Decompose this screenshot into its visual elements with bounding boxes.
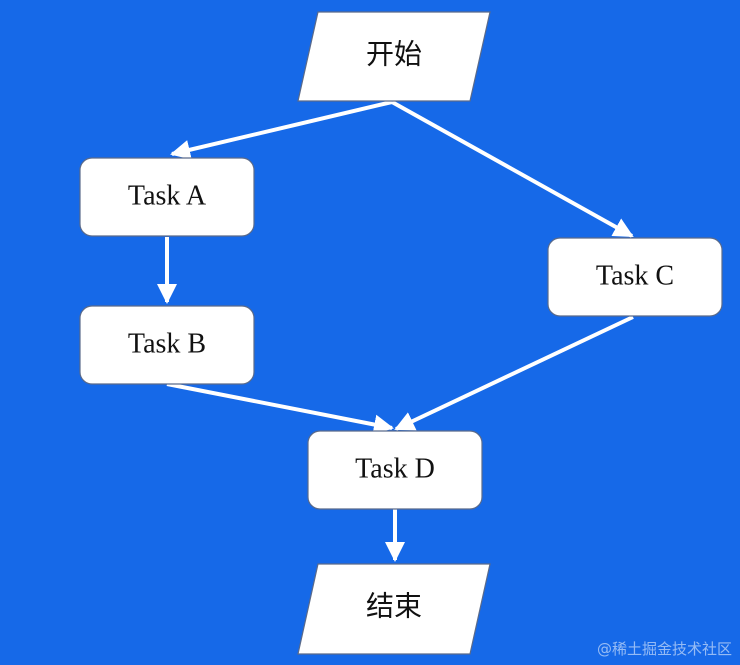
start-label: 开始 bbox=[366, 38, 422, 70]
task-a-label: Task A bbox=[128, 180, 207, 211]
task-b-label: Task B bbox=[128, 328, 206, 359]
task-d-shape bbox=[307, 430, 483, 510]
edge-task-c-to-task-d bbox=[394, 315, 634, 431]
task-c-shape bbox=[547, 237, 723, 317]
end-label: 结束 bbox=[366, 590, 422, 622]
start-shape bbox=[297, 11, 491, 102]
end-node: 结束 bbox=[297, 563, 491, 655]
edge-task-b-to-task-d bbox=[166, 382, 394, 435]
start-node: 开始 bbox=[297, 11, 491, 102]
edge-start-to-task-c bbox=[391, 100, 634, 238]
edge-start-to-task-a bbox=[170, 100, 393, 160]
task-d-node: Task D bbox=[307, 430, 483, 510]
task-b-shape bbox=[79, 305, 255, 385]
task-b-node: Task B bbox=[79, 305, 255, 385]
task-d-label: Task D bbox=[355, 453, 435, 484]
end-shape bbox=[297, 563, 491, 655]
watermark: @稀土掘金技术社区 bbox=[596, 640, 732, 658]
task-c-label: Task C bbox=[596, 260, 674, 291]
task-a-node: Task A bbox=[79, 157, 255, 237]
task-a-shape bbox=[79, 157, 255, 237]
task-c-node: Task C bbox=[547, 237, 723, 317]
